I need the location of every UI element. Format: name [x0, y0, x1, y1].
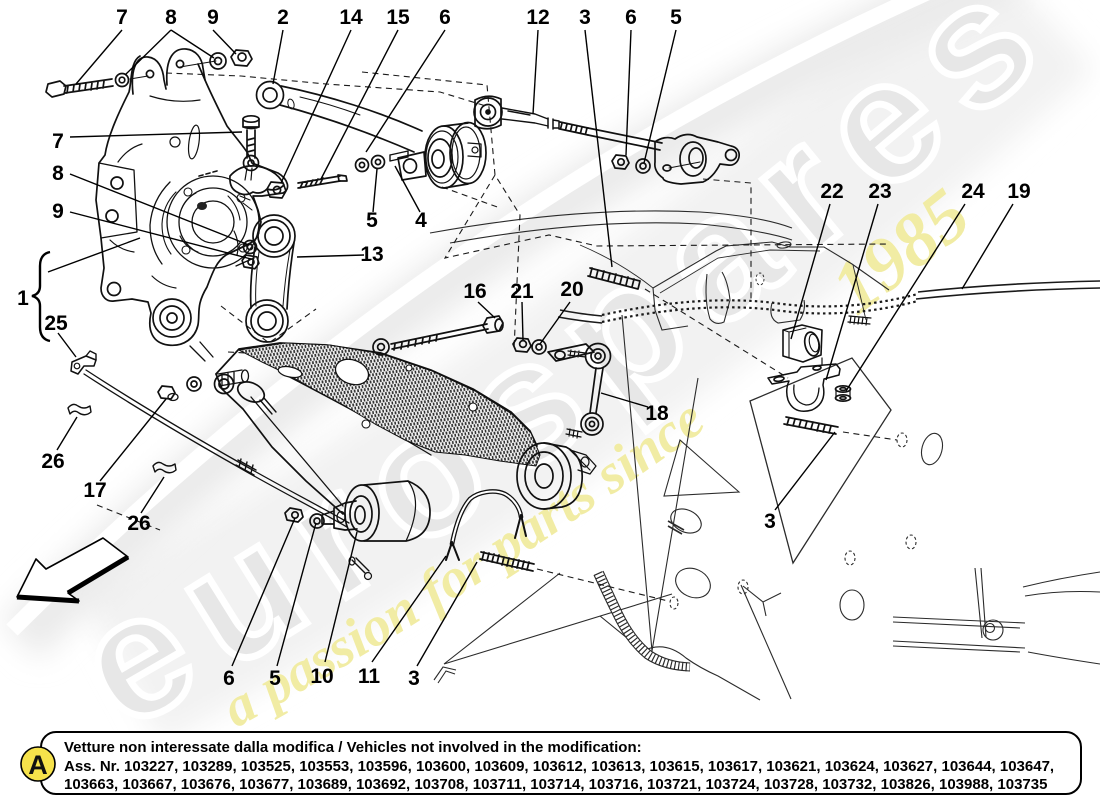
svg-text:Vetture non interessate dalla: Vetture non interessate dalla modifica /…	[64, 739, 642, 756]
svg-text:9: 9	[52, 200, 64, 223]
svg-text:4: 4	[415, 209, 427, 232]
svg-text:1: 1	[17, 287, 29, 310]
svg-text:15: 15	[386, 6, 410, 29]
svg-text:2: 2	[277, 6, 289, 29]
svg-text:20: 20	[560, 278, 583, 301]
svg-text:21: 21	[510, 280, 534, 303]
svg-text:5: 5	[366, 209, 378, 232]
svg-text:A: A	[28, 750, 48, 780]
svg-text:9: 9	[207, 6, 219, 29]
svg-text:14: 14	[339, 6, 363, 29]
svg-text:3: 3	[408, 667, 420, 690]
svg-text:6: 6	[223, 667, 235, 690]
svg-text:8: 8	[52, 162, 64, 185]
svg-text:12: 12	[526, 6, 549, 29]
svg-text:22: 22	[820, 180, 843, 203]
svg-text:Ass. Nr. 103227, 103289, 10352: Ass. Nr. 103227, 103289, 103525, 103553,…	[64, 758, 1054, 775]
svg-text:16: 16	[463, 280, 486, 303]
svg-text:7: 7	[52, 130, 64, 153]
svg-text:103663, 103667, 103676, 103677: 103663, 103667, 103676, 103677, 103689, …	[64, 776, 1047, 793]
svg-text:7: 7	[116, 6, 128, 29]
svg-text:17: 17	[83, 479, 106, 502]
svg-text:13: 13	[360, 243, 383, 266]
svg-text:3: 3	[764, 510, 776, 533]
svg-text:18: 18	[645, 402, 669, 425]
svg-text:6: 6	[439, 6, 451, 29]
svg-text:26: 26	[41, 450, 64, 473]
svg-text:19: 19	[1007, 180, 1030, 203]
svg-text:eurospares: eurospares	[46, 0, 1088, 764]
svg-text:5: 5	[269, 667, 281, 690]
svg-text:23: 23	[868, 180, 891, 203]
svg-text:6: 6	[625, 6, 637, 29]
svg-text:3: 3	[579, 6, 591, 29]
svg-text:26: 26	[127, 512, 150, 535]
svg-text:10: 10	[310, 665, 333, 688]
svg-text:8: 8	[165, 6, 177, 29]
svg-text:24: 24	[961, 180, 985, 203]
svg-text:11: 11	[358, 665, 381, 688]
svg-text:5: 5	[670, 6, 682, 29]
svg-text:25: 25	[44, 312, 68, 335]
